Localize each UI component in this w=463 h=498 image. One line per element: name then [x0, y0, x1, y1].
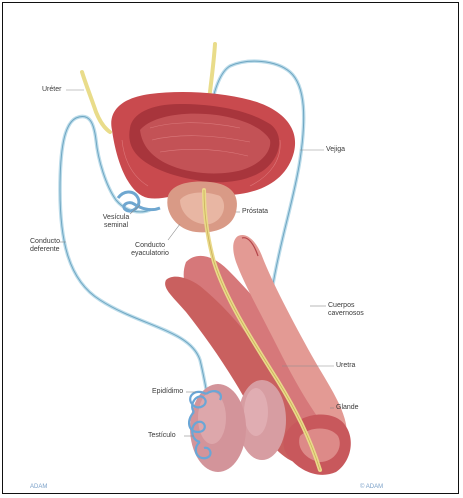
label-epididymis: Epidídimo	[152, 388, 183, 396]
left-ureter	[82, 72, 110, 132]
label-glans: Glande	[336, 404, 359, 412]
label-bladder: Vejiga	[326, 146, 345, 154]
label-seminal-vesicle: Vesícula seminal	[96, 214, 136, 230]
label-corpora-cavernosa: Cuerpos cavernosos	[328, 302, 372, 318]
footer-left-logo: ADAM	[30, 484, 47, 490]
footer-right-credit: © ADAM	[360, 484, 383, 490]
label-prostate: Próstata	[242, 208, 268, 216]
label-ureter: Uréter	[42, 86, 61, 94]
label-vas-deferens: Conducto deferente	[30, 238, 66, 254]
label-testicle: Testículo	[148, 432, 176, 440]
label-urethra: Uretra	[336, 362, 355, 370]
label-ejaculatory-duct: Conducto eyaculatorio	[126, 242, 174, 258]
